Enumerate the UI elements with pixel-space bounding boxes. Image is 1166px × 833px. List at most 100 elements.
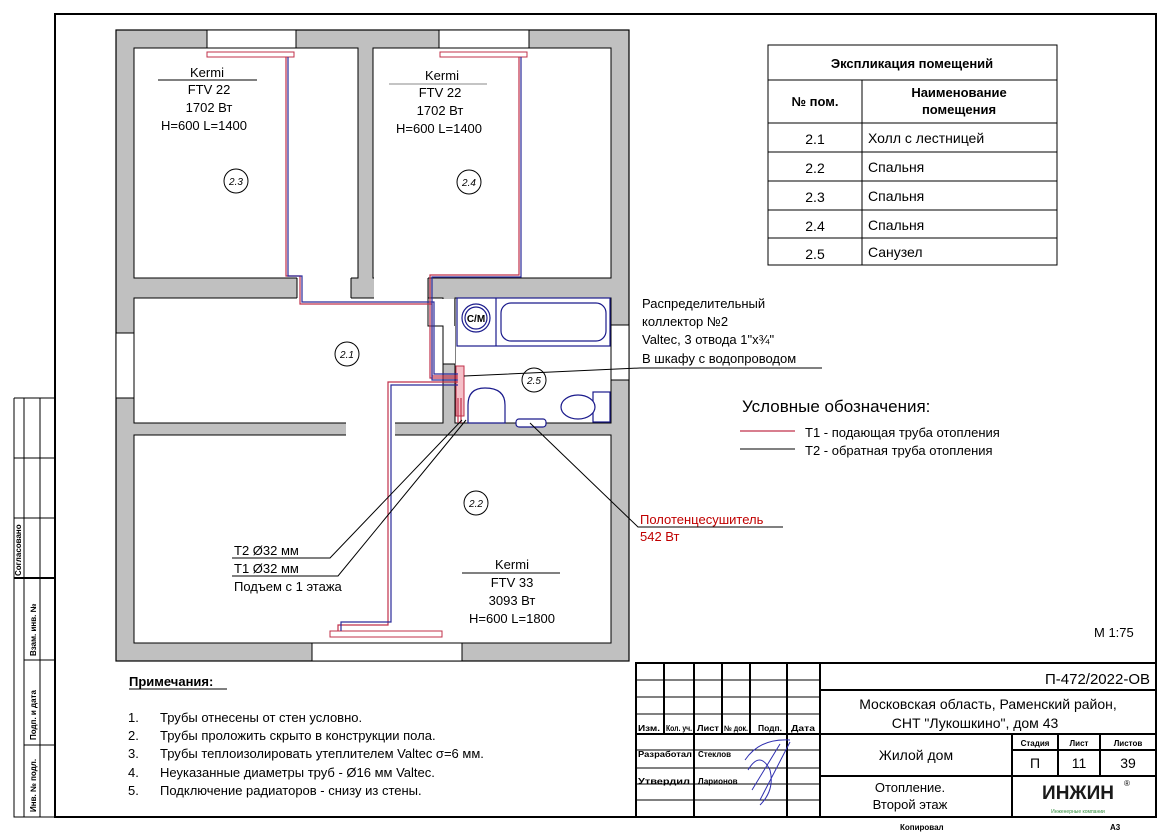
radiator-icon bbox=[206, 51, 295, 58]
svg-text:4.: 4. bbox=[128, 765, 139, 780]
table-cell: 2.1 bbox=[805, 131, 825, 147]
svg-text:Копировал: Копировал bbox=[900, 823, 944, 832]
svg-text:№ док.: № док. bbox=[724, 724, 748, 733]
bathtub-icon bbox=[500, 302, 607, 342]
svg-text:2.3: 2.3 bbox=[805, 189, 825, 205]
field-label: Инв. № подл. bbox=[29, 759, 38, 812]
window bbox=[438, 29, 530, 49]
svg-text:Спальня: Спальня bbox=[868, 188, 924, 204]
svg-text:Изм.: Изм. bbox=[638, 724, 660, 733]
room-number: 2.3 bbox=[228, 177, 243, 188]
sheet-frame bbox=[54, 13, 1157, 818]
towel-dryer-icon bbox=[515, 418, 547, 428]
svg-text:Дата: Дата bbox=[791, 724, 816, 733]
svg-text:Утвердил: Утвердил bbox=[638, 777, 690, 786]
svg-text:А3: А3 bbox=[1110, 823, 1121, 832]
svg-text:1702 Вт: 1702 Вт bbox=[417, 103, 464, 118]
svg-text:Kermi: Kermi bbox=[425, 68, 459, 83]
radiator-label-2-3: Kermi FTV 22 1702 Вт H=600 L=1400 bbox=[158, 65, 257, 133]
svg-text:Стадия: Стадия bbox=[1021, 739, 1050, 748]
radiator-label-2-4: Kermi FTV 22 1702 Вт H=600 L=1400 bbox=[389, 68, 487, 136]
radiator-label-2-2: Kermi FTV 33 3093 Вт H=600 L=1800 bbox=[462, 557, 560, 626]
svg-text:1.: 1. bbox=[128, 710, 139, 725]
svg-text:Условные обозначения:: Условные обозначения: bbox=[742, 397, 930, 416]
svg-text:В шкафу с водопроводом: В шкафу с водопроводом bbox=[642, 351, 796, 366]
svg-text:Kermi: Kermi bbox=[190, 65, 224, 80]
explication-table: Экспликация помещений № пом. Наименовани… bbox=[767, 44, 1058, 266]
svg-text:Листов: Листов bbox=[1114, 739, 1143, 748]
window bbox=[206, 29, 297, 49]
svg-text:Лист: Лист bbox=[1070, 739, 1089, 748]
svg-text:Т1 - подающая труба отопления: Т1 - подающая труба отопления bbox=[805, 425, 1000, 440]
svg-text:СНТ "Лукошкино", дом 43: СНТ "Лукошкино", дом 43 bbox=[892, 715, 1059, 731]
field-label: Подп. и дата bbox=[29, 690, 38, 740]
svg-text:Разработал: Разработал bbox=[638, 750, 692, 759]
sink-icon bbox=[467, 387, 506, 424]
svg-text:коллектор №2: коллектор №2 bbox=[642, 314, 728, 329]
svg-text:Спальня: Спальня bbox=[868, 217, 924, 233]
floor-plan: С/М 2.3 2.4 2.1 2.5 2.2 Kermi FTV 22 170 bbox=[115, 29, 630, 662]
svg-text:2.2: 2.2 bbox=[805, 160, 825, 176]
svg-text:39: 39 bbox=[1120, 755, 1136, 771]
svg-text:Стеклов: Стеклов bbox=[698, 750, 731, 759]
svg-text:Трубы отнесены от стен условно: Трубы отнесены от стен условно. bbox=[160, 710, 362, 725]
collector-icon bbox=[455, 365, 465, 417]
table-cell: Холл с лестницей bbox=[868, 130, 984, 146]
svg-text:Экспликация помещений: Экспликация помещений bbox=[831, 56, 993, 71]
svg-text:Подп.: Подп. bbox=[758, 724, 782, 733]
room-number: 2.4 bbox=[461, 178, 476, 189]
svg-text:№ пом.: № пом. bbox=[792, 94, 839, 109]
registered-mark: ® bbox=[1124, 779, 1130, 788]
svg-text:Неуказанные диаметры труб - Ø1: Неуказанные диаметры труб - Ø16 мм Valte… bbox=[160, 765, 435, 780]
svg-text:11: 11 bbox=[1072, 755, 1087, 771]
towel-dryer-power: 542 Вт bbox=[640, 529, 680, 544]
svg-text:помещения: помещения bbox=[922, 102, 996, 117]
svg-text:Т2 - обратная труба отопления: Т2 - обратная труба отопления bbox=[805, 443, 993, 458]
svg-text:Спальня: Спальня bbox=[868, 159, 924, 175]
svg-text:П: П bbox=[1030, 755, 1040, 771]
towel-dryer-label: Полотенцесушитель bbox=[640, 512, 764, 527]
window bbox=[115, 332, 135, 399]
field-label: Взам. инв. № bbox=[29, 603, 38, 656]
riser-t2-label: Т2 Ø32 мм bbox=[234, 543, 299, 558]
project-code: П-472/2022-ОВ bbox=[1045, 671, 1150, 688]
svg-text:2.: 2. bbox=[128, 728, 139, 743]
scale-label: М 1:75 bbox=[1094, 625, 1134, 640]
collector-note: Распределительный bbox=[642, 296, 765, 311]
svg-text:Московская область, Раменский: Московская область, Раменский район, bbox=[859, 696, 1117, 712]
agreed-label: Согласовано bbox=[14, 524, 23, 576]
svg-text:3093 Вт: 3093 Вт bbox=[489, 593, 536, 608]
svg-text:Ларионов: Ларионов bbox=[698, 777, 738, 786]
svg-text:FTV 22: FTV 22 bbox=[188, 82, 231, 97]
svg-text:Кол. уч.: Кол. уч. bbox=[666, 724, 692, 733]
svg-text:Valtec, 3 отвода 1"х¾": Valtec, 3 отвода 1"х¾" bbox=[642, 332, 774, 347]
door-opening bbox=[346, 422, 395, 436]
company-logo: ИНЖИН bbox=[1042, 783, 1114, 804]
room-number: 2.2 bbox=[468, 499, 483, 510]
svg-text:Лист: Лист bbox=[697, 724, 719, 733]
svg-text:Трубы проложить скрыто в конст: Трубы проложить скрыто в конструкции пол… bbox=[160, 728, 436, 743]
svg-text:Kermi: Kermi bbox=[495, 557, 529, 572]
window bbox=[610, 324, 630, 381]
company-logo-subtitle: Инженерные компании bbox=[1051, 809, 1105, 815]
room-number: 2.5 bbox=[526, 376, 541, 387]
riser-rise-label: Подъем с 1 этажа bbox=[234, 579, 343, 594]
room-2-3 bbox=[133, 47, 359, 279]
svg-text:H=600 L=1400: H=600 L=1400 bbox=[396, 121, 482, 136]
svg-text:Наименование: Наименование bbox=[911, 85, 1006, 100]
svg-text:Отопление.: Отопление. bbox=[875, 780, 945, 795]
svg-text:H=600 L=1400: H=600 L=1400 bbox=[161, 118, 247, 133]
legend: Условные обозначения: Т1 - подающая труб… bbox=[740, 397, 1000, 458]
svg-text:Трубы теплоизолировать утеплит: Трубы теплоизолировать утеплителем Valte… bbox=[160, 746, 484, 761]
riser-t1-label: Т1 Ø32 мм bbox=[234, 561, 299, 576]
washer-label: С/М bbox=[467, 314, 485, 325]
notes: Примечания: 1.Трубы отнесены от стен усл… bbox=[128, 674, 484, 798]
signature bbox=[744, 739, 791, 806]
return-pipe bbox=[287, 57, 458, 375]
svg-text:FTV 22: FTV 22 bbox=[419, 85, 462, 100]
toilet-icon bbox=[560, 394, 596, 420]
room-number: 2.1 bbox=[339, 350, 354, 361]
svg-text:Подключение радиаторов - снизу: Подключение радиаторов - снизу из стены. bbox=[160, 783, 422, 798]
svg-text:H=600 L=1800: H=600 L=1800 bbox=[469, 611, 555, 626]
